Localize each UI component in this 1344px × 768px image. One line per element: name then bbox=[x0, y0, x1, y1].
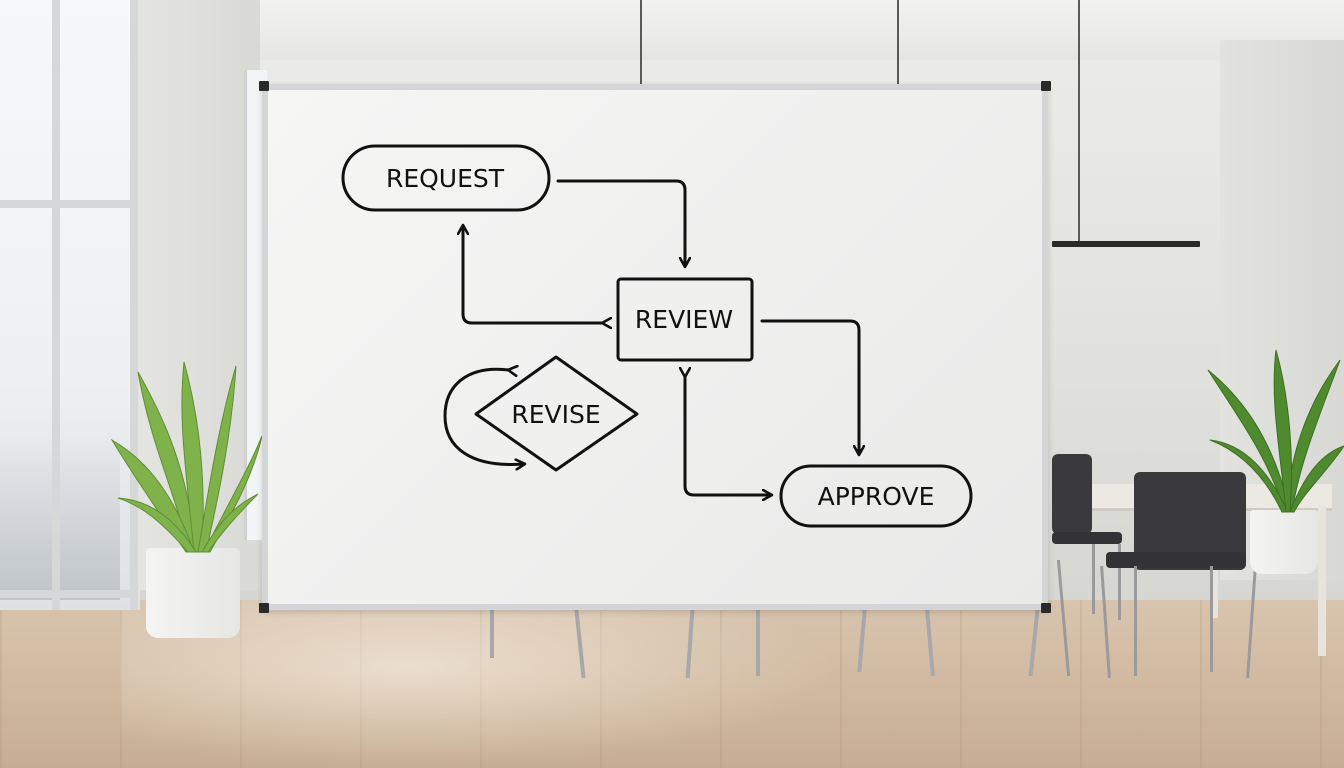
review-label: REVIEW bbox=[635, 305, 733, 334]
right-plant-leaves bbox=[1207, 349, 1344, 513]
easel-leg bbox=[490, 610, 494, 658]
chair-leg bbox=[1210, 566, 1213, 672]
approve-label: APPROVE bbox=[818, 482, 935, 511]
arrow-approve-to-review bbox=[685, 376, 771, 495]
revise-node bbox=[474, 355, 639, 472]
arrow-request-to-review bbox=[556, 179, 685, 266]
chair-leg bbox=[1092, 544, 1095, 614]
request-label: REQUEST bbox=[386, 164, 505, 193]
arrow-review-to-approve bbox=[760, 319, 859, 454]
window-transom bbox=[0, 200, 138, 208]
board-corner bbox=[259, 81, 269, 91]
request-node bbox=[341, 144, 551, 212]
plant-pot bbox=[146, 548, 240, 638]
window-mullion bbox=[52, 0, 60, 610]
chair-seat bbox=[1106, 552, 1246, 568]
pendant-wire bbox=[640, 0, 642, 84]
chair bbox=[1052, 454, 1092, 534]
window-frame bbox=[130, 0, 138, 610]
board-corner bbox=[259, 603, 269, 613]
window-sill bbox=[0, 590, 138, 598]
approve-node bbox=[779, 464, 973, 528]
plant-pot bbox=[1250, 510, 1318, 574]
chair-seat bbox=[1052, 532, 1122, 544]
side-window bbox=[244, 70, 267, 540]
pendant-wire bbox=[897, 0, 899, 84]
table-leg bbox=[1318, 506, 1326, 656]
pendant-light bbox=[1052, 241, 1200, 247]
pendant-wire bbox=[1078, 0, 1080, 242]
board-corner bbox=[1041, 603, 1051, 613]
review-node bbox=[616, 277, 754, 362]
left-plant-leaves bbox=[111, 361, 263, 553]
whiteboard bbox=[262, 84, 1048, 610]
easel-leg bbox=[756, 610, 760, 676]
arrow-revise-loop bbox=[443, 369, 524, 464]
chair-leg bbox=[1134, 566, 1137, 676]
arrow-review-to-request bbox=[463, 226, 603, 323]
city-view bbox=[0, 430, 120, 600]
chair-leg bbox=[1118, 544, 1121, 620]
board-corner bbox=[1041, 81, 1051, 91]
sunlight-patch bbox=[120, 600, 840, 768]
revise-label: REVISE bbox=[511, 400, 600, 429]
